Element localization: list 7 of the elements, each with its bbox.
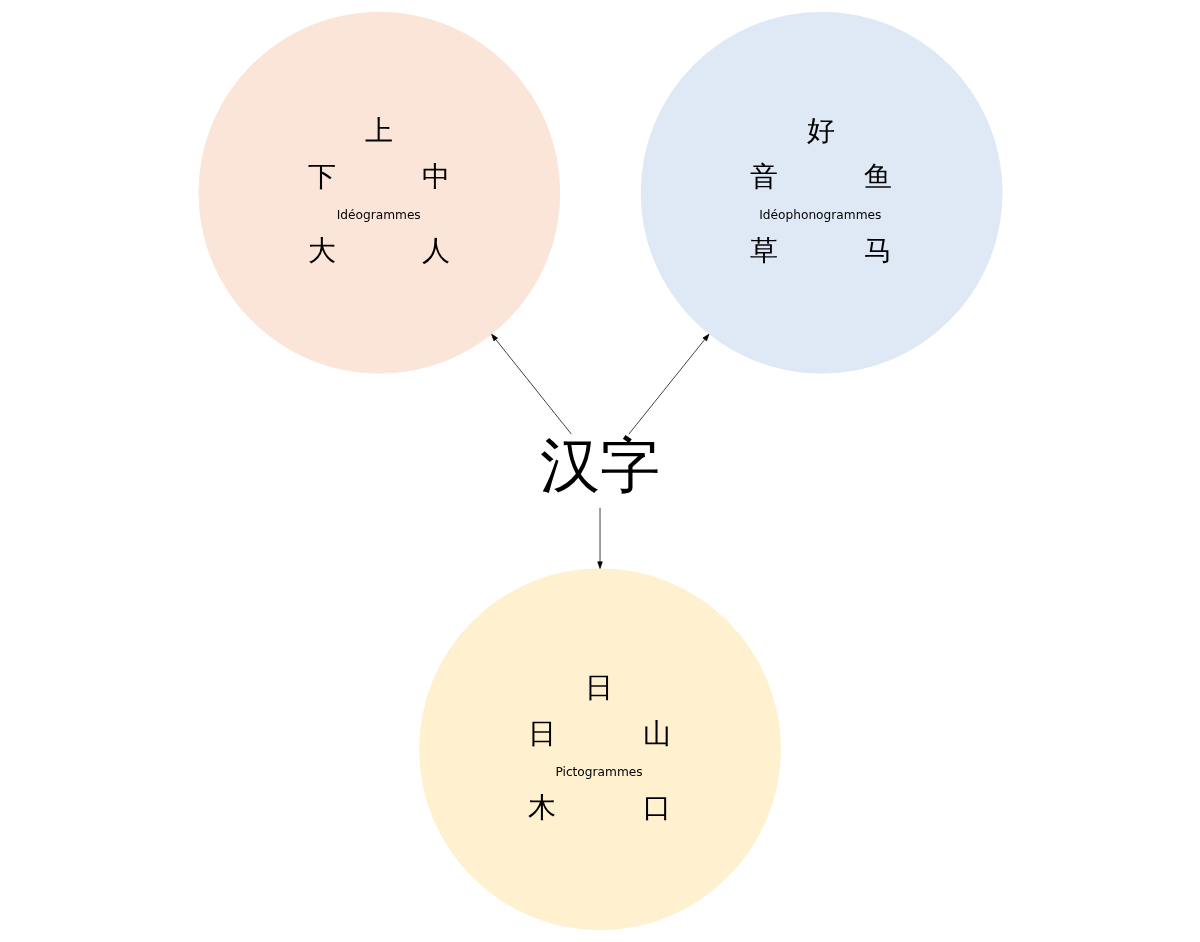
node-text: 汉字 [539,430,660,501]
node-circle: 日 日 山 Pictogrammes 木 口 [418,568,781,931]
arrow [490,333,572,435]
arrow [596,507,603,569]
arrow [627,333,709,435]
node-circle: 上 下 中 Idéogrammes 大 人 [197,11,560,374]
node-circle: 好 音 鱼 Idéophonogrammes 草 马 [640,11,1003,374]
